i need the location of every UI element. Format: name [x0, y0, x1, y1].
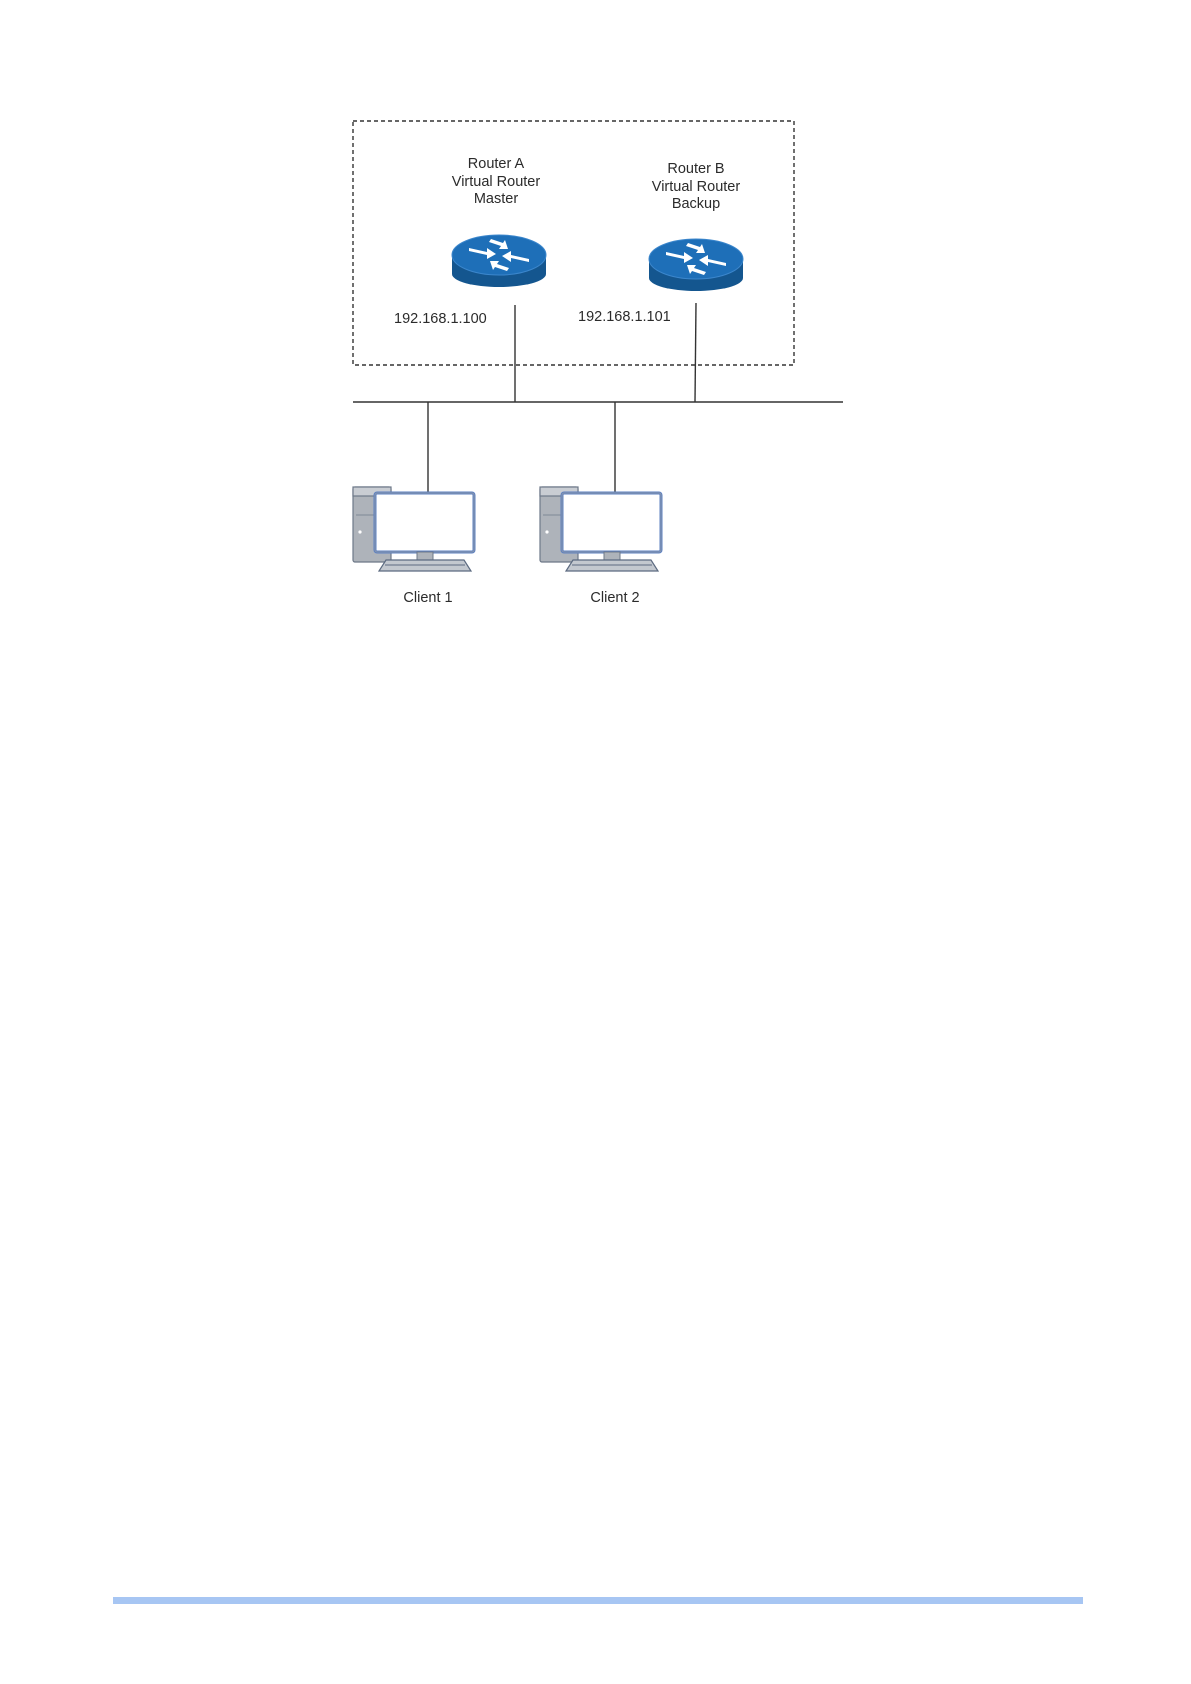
router-a-name: Router A — [468, 156, 525, 172]
footer-rule — [113, 1597, 1083, 1604]
client-1-computer-icon — [353, 487, 474, 571]
router-a-state: Master — [474, 191, 518, 207]
client-2-computer-icon — [540, 487, 661, 571]
client-2-label: Client 2 — [590, 590, 639, 606]
router-a-role: Virtual Router — [452, 174, 541, 190]
router-b-ip: 192.168.1.101 — [578, 309, 671, 325]
router-b-state: Backup — [672, 196, 720, 212]
router-b-name: Router B — [667, 161, 724, 177]
router-b-link — [695, 303, 696, 402]
router-a-icon — [452, 235, 546, 287]
virtual-router-group-boundary — [353, 121, 794, 365]
router-a-ip: 192.168.1.100 — [394, 311, 487, 327]
client-1-label: Client 1 — [403, 590, 452, 606]
router-b-role: Virtual Router — [652, 179, 741, 195]
router-b-icon — [649, 239, 743, 291]
